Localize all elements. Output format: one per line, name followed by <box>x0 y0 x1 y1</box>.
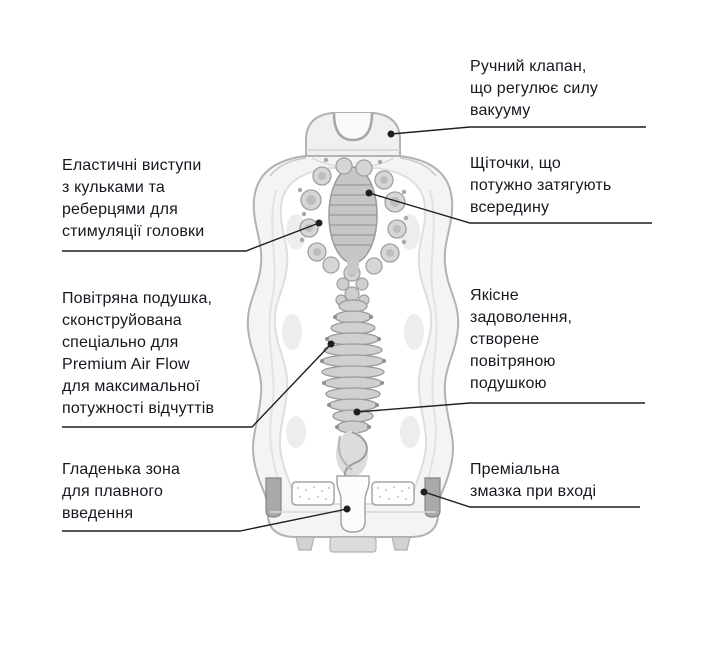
leader-brushes <box>365 189 652 224</box>
lube-pad-left <box>291 481 335 506</box>
lube-pad-right <box>371 481 415 506</box>
leader-premium-lube <box>420 488 640 508</box>
texture-ball-cluster <box>297 157 409 282</box>
annotation-quality-pleasure: Якісне задоволення, створене повітряною … <box>470 287 573 392</box>
leader-manual-valve <box>387 126 646 138</box>
device-cap <box>305 112 401 159</box>
annotation-premium-lube: Преміальна змазка при вході <box>470 461 597 500</box>
annotation-air-cushion: Повітряна подушка, сконструйована спеціа… <box>62 290 215 417</box>
leader-quality-pleasure <box>353 402 645 416</box>
leader-smooth-zone <box>62 505 351 532</box>
entry-channel <box>336 475 370 533</box>
annotation-brushes: Щіточки, що потужно затягують всередину <box>470 155 612 216</box>
entry-assembly <box>265 475 441 533</box>
annotation-manual-valve: Ручний клапан, що регулює силу вакууму <box>470 58 599 119</box>
pad-stipple <box>297 486 410 500</box>
product-illustration <box>246 112 460 553</box>
leader-air-cushion <box>62 340 335 428</box>
leader-elastic-protrusions <box>62 219 323 252</box>
leader-lines <box>62 126 652 532</box>
annotation-smooth-zone: Гладенька зона для плавного введення <box>62 461 180 522</box>
ribbed-column <box>320 299 386 434</box>
base-tabs <box>295 536 411 553</box>
annotation-elastic-protrusions: Еластичні виступи з кульками та реберцям… <box>62 157 205 240</box>
